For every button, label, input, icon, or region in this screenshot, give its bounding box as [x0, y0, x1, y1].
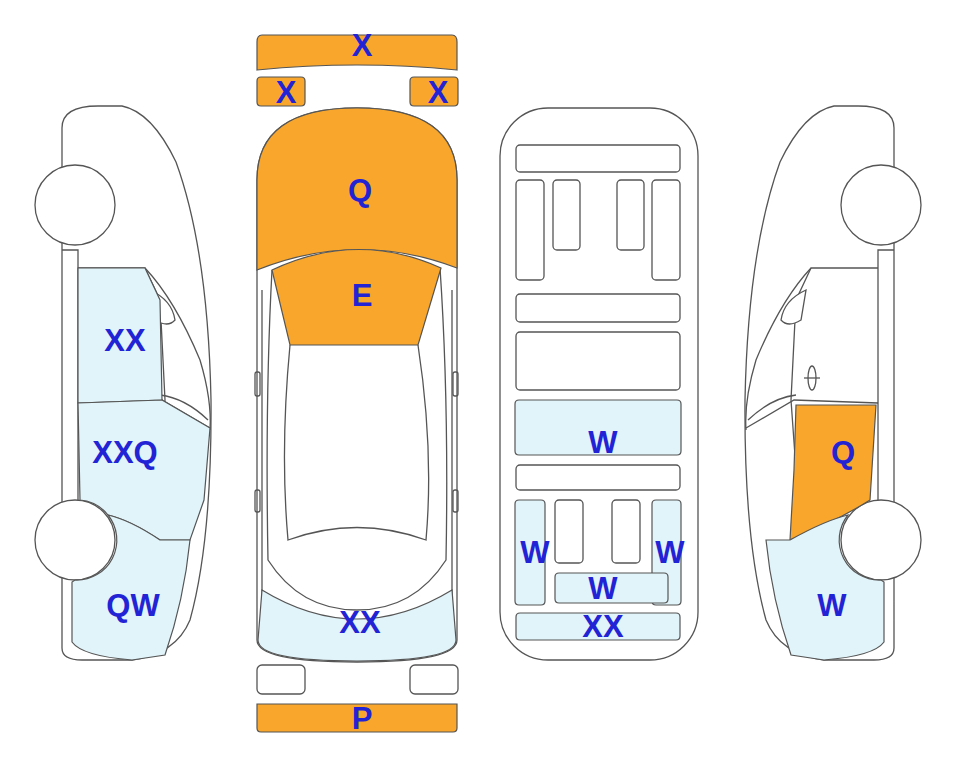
damage-code: XXQ	[92, 437, 157, 468]
damage-code: X	[276, 77, 297, 108]
damage-region: P	[256, 703, 458, 733]
damage-region: XXQ	[77, 399, 213, 541]
damage-code: W	[655, 537, 684, 568]
top-view	[255, 108, 458, 694]
damage-region: W	[515, 399, 682, 456]
damage-code: XX	[582, 611, 623, 642]
damage-code: Q	[348, 175, 372, 206]
damage-region: X	[409, 76, 459, 107]
damage-region: E	[271, 240, 442, 346]
right-side-view	[745, 106, 921, 660]
region-outline	[72, 515, 190, 660]
region-outline	[272, 249, 441, 345]
underbody-view	[500, 108, 698, 660]
damage-code: QW	[106, 590, 159, 621]
left-side-view	[35, 106, 211, 660]
damage-code: Q	[831, 437, 855, 468]
damage-code: XX	[339, 607, 380, 638]
damage-region: QW	[69, 514, 191, 661]
damage-region: Q	[256, 107, 458, 272]
region-outline	[257, 108, 457, 270]
region-shape	[69, 514, 191, 661]
damage-code: P	[352, 703, 373, 734]
region-outline	[258, 590, 456, 661]
damage-code: W	[817, 590, 846, 621]
region-outline	[766, 515, 884, 660]
damage-region: W	[554, 572, 669, 604]
region-shape	[77, 399, 213, 541]
damage-code: W	[588, 573, 617, 604]
damage-code: X	[352, 30, 373, 61]
damage-region: XX	[257, 589, 457, 662]
damage-region: X	[256, 76, 306, 107]
region-outline	[555, 573, 668, 603]
damage-code: W	[588, 427, 617, 458]
damage-region: W	[515, 499, 546, 606]
damage-region: X	[256, 34, 458, 71]
region-shape	[765, 514, 887, 661]
damage-region: W	[765, 514, 887, 661]
region-outline	[78, 268, 162, 403]
damage-code: X	[428, 77, 449, 108]
damage-code: W	[520, 537, 549, 568]
damage-region: XX	[515, 612, 681, 641]
region-outline	[78, 400, 210, 540]
damage-code: XX	[104, 325, 145, 356]
damage-code: E	[352, 280, 373, 311]
damage-region: XX	[77, 267, 163, 405]
